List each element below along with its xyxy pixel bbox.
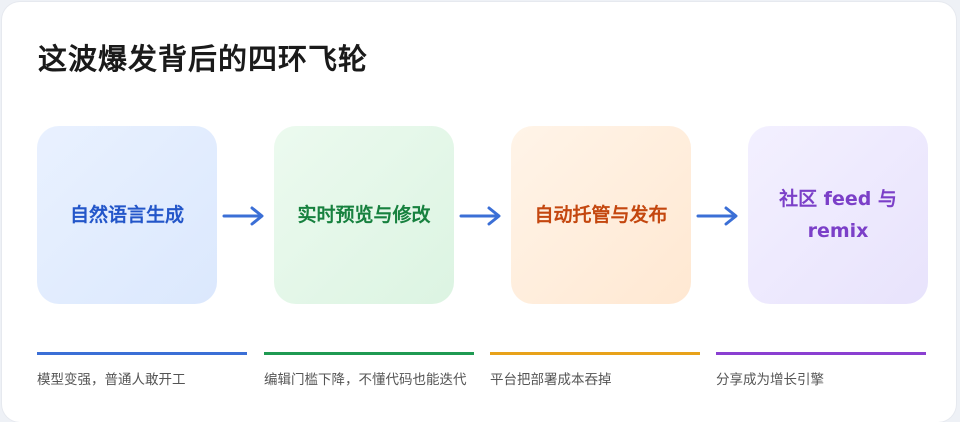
stage-natural-language: 自然语言生成 [37,126,217,304]
stage-community-feed: 社区 feed 与 remix [748,126,928,304]
stage-description: 模型变强，普通人敢开工 [37,372,186,388]
page-title: 这波爆发背后的四环飞轮 [38,42,369,76]
stage-divider [490,352,700,355]
stage-divider [716,352,926,355]
stage-label: 自动托管与发布 [534,204,668,226]
stage-divider [37,352,247,355]
stage-description: 平台把部署成本吞掉 [490,372,612,388]
arrow-right-icon [222,206,264,226]
stage-label: 实时预览与修改 [297,204,431,226]
stage-description: 编辑门槛下降，不懂代码也能迭代 [264,372,467,388]
stage-live-preview: 实时预览与修改 [274,126,454,304]
stage-auto-hosting: 自动托管与发布 [511,126,691,304]
stage-divider [264,352,474,355]
arrow-right-icon [459,206,501,226]
stage-description: 分享成为增长引擎 [716,372,824,388]
stage-label: 社区 feed 与 remix [779,188,897,242]
stage-label: 自然语言生成 [69,204,184,226]
arrow-right-icon [696,206,738,226]
